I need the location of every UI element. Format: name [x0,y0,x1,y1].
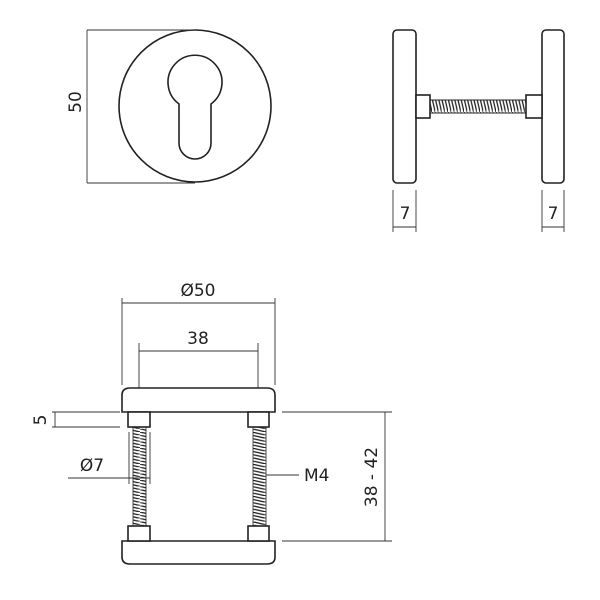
bottom-rosette-plate [121,540,276,565]
keyhole-cutout [167,54,223,160]
right-nut [525,94,543,119]
top-rosette-plate [121,387,276,413]
door-thickness-label: 38 - 42 [362,447,382,507]
threaded-screw [429,99,527,114]
bottom-left-nut [127,525,151,542]
nut-diameter-label: Ø7 [80,456,104,476]
screw-spacing-label: 38 [187,329,209,349]
top-left-nut [127,411,151,428]
left-rosette-plate [392,29,417,184]
left-thickness-label: 7 [400,204,411,224]
top-right-nut [247,411,270,428]
section-view: Ø50 38 5 Ø7 M4 38 - 42 [31,281,392,565]
thread-label: M4 [304,466,329,486]
right-rosette-plate [541,29,565,184]
side-view: 7 7 [392,29,565,232]
front-view: 50 [66,29,272,184]
height-dimension-label: 50 [66,91,86,113]
left-nut [415,94,431,119]
bottom-right-nut [247,525,270,542]
outer-diameter-label: Ø50 [180,281,215,301]
right-threaded-screw [252,426,267,528]
left-threaded-screw [132,426,147,528]
right-thickness-label: 7 [548,204,559,224]
nut-height-label: 5 [31,415,51,426]
